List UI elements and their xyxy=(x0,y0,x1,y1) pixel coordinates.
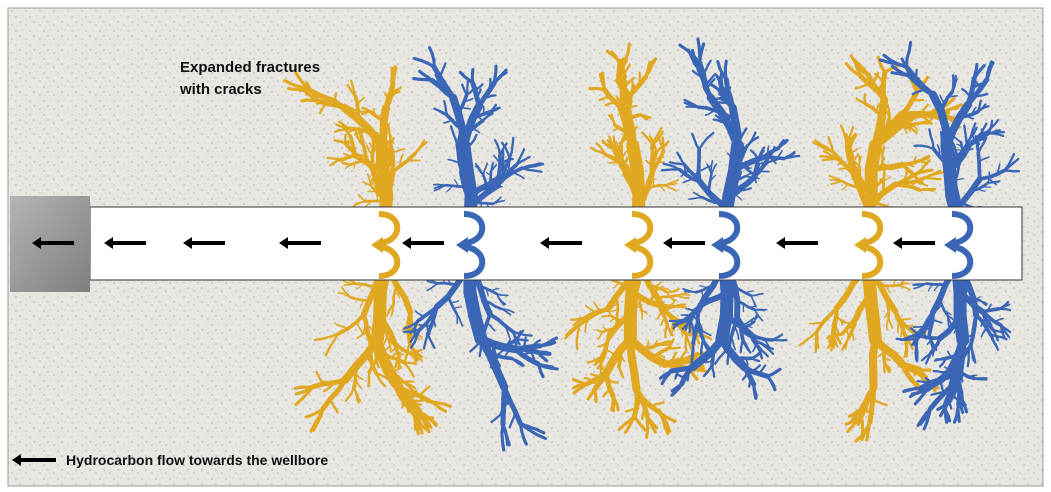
annotation-line-1: Expanded fractures xyxy=(180,59,320,76)
legend-label: Hydrocarbon flow towards the wellbore xyxy=(66,452,328,468)
annotation-line-2: with cracks xyxy=(179,81,262,98)
